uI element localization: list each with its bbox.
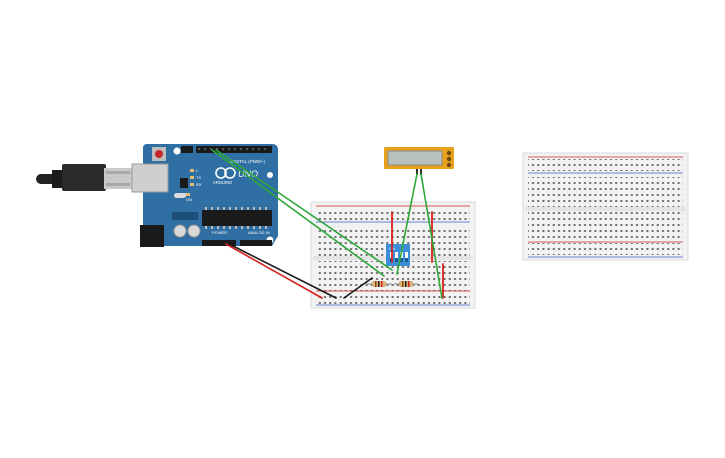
usb-cable-icon[interactable] (36, 164, 132, 191)
microcontroller-chip (202, 210, 272, 226)
brand-label: ARDUINO (213, 180, 233, 185)
resistor[interactable] (366, 281, 392, 287)
lcd-pin (446, 162, 452, 168)
crystal (174, 193, 186, 198)
wire-green[interactable] (396, 173, 418, 275)
power-label: POWER (212, 230, 227, 235)
usb-port (131, 163, 169, 193)
wire-green[interactable] (215, 149, 393, 271)
rx-label: RX (196, 182, 202, 187)
model-label: UNO (238, 169, 258, 179)
breadboard-channel (525, 207, 686, 211)
lcd-display[interactable] (384, 147, 454, 175)
wire-green[interactable] (420, 173, 443, 299)
lcd-pin (446, 156, 452, 162)
analog-label: ANALOG IN (248, 230, 270, 235)
arduino-logo: UNO ARDUINO (213, 167, 258, 185)
wire-black[interactable] (343, 277, 373, 299)
l-led-label: L (196, 168, 199, 173)
tx-label: TX (196, 175, 201, 180)
wire-red[interactable] (225, 243, 323, 299)
mount-hole (173, 147, 181, 155)
wire-green[interactable] (211, 149, 385, 277)
resistor[interactable] (394, 281, 418, 287)
digital-label: DIGITAL (PWM~) (230, 159, 265, 164)
capacitor (173, 224, 187, 238)
analog-header (240, 240, 272, 246)
lcd-pin (446, 150, 452, 156)
arduino-uno-board[interactable]: DIGITAL (PWM~) L TX RX UNO ARDUINO ON (131, 144, 278, 247)
mount-hole (267, 172, 273, 178)
on-label: ON (186, 197, 192, 202)
capacitor (187, 224, 201, 238)
wire-black[interactable] (228, 243, 337, 299)
breadboard-empty[interactable] (522, 152, 689, 261)
lcd-screen (387, 150, 443, 166)
power-header (202, 240, 236, 246)
dip-switch[interactable]: ON (386, 244, 410, 266)
dc-jack-icon (140, 225, 164, 247)
